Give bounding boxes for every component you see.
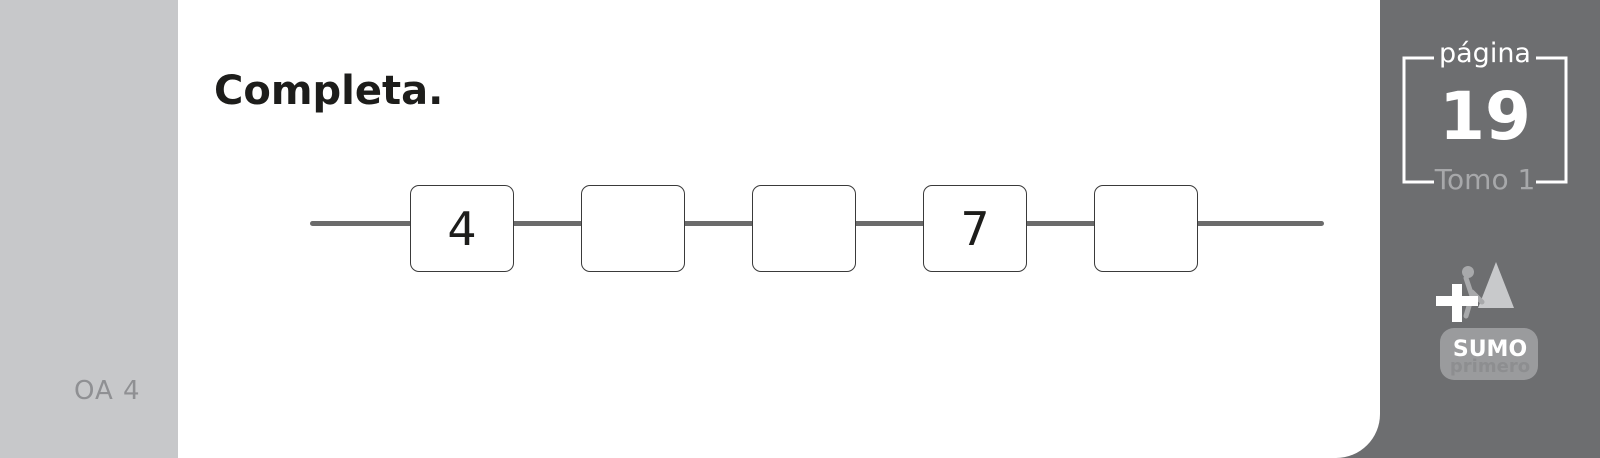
- sequence-box-4[interactable]: 7: [923, 185, 1027, 272]
- page-badge-frame: [1402, 56, 1568, 184]
- sumo-primero-logo: [1436, 262, 1544, 388]
- sequence-box-2[interactable]: [581, 185, 685, 272]
- plus-triangle-mascot-icon: [1436, 262, 1538, 380]
- page-word: página: [1439, 38, 1531, 69]
- instruction-title: Completa.: [214, 68, 444, 114]
- sequence-box-3[interactable]: [752, 185, 856, 272]
- volume-label: Tomo 1: [1434, 163, 1536, 196]
- page-number: 19: [1439, 78, 1531, 155]
- left-margin-band: [0, 0, 178, 458]
- sequence-box-5[interactable]: [1094, 185, 1198, 272]
- logo-text-sumo: SUMO: [1452, 337, 1528, 362]
- objective-label: OA 4: [74, 376, 141, 406]
- logo-text-primero: primero: [1449, 356, 1531, 377]
- sequence-box-1[interactable]: 4: [410, 185, 514, 272]
- right-margin-band: [1380, 0, 1600, 458]
